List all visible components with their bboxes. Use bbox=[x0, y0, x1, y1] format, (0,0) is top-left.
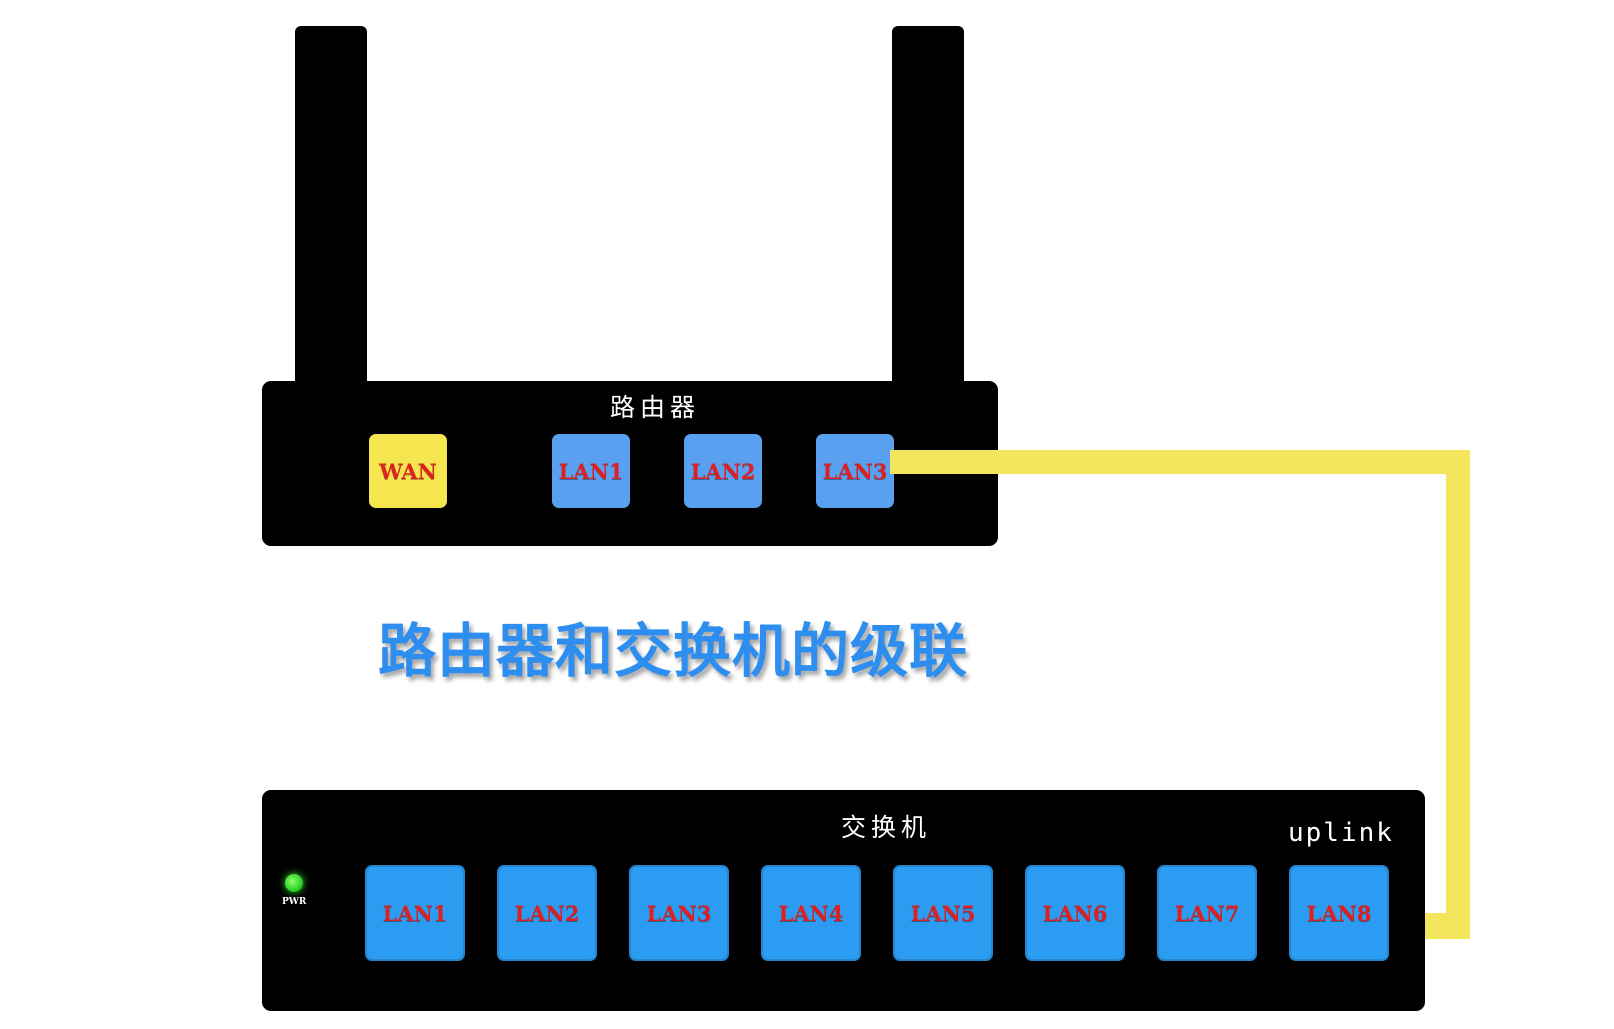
switch-port-lan8-uplink[interactable]: LAN8 bbox=[1289, 865, 1389, 961]
router-title: 路由器 bbox=[609, 393, 700, 422]
switch-port-lan7[interactable]: LAN7 bbox=[1157, 865, 1257, 961]
switch-port-lan6[interactable]: LAN6 bbox=[1025, 865, 1125, 961]
switch-port-lan5[interactable]: LAN5 bbox=[893, 865, 993, 961]
router-port-wan[interactable]: WAN bbox=[369, 434, 447, 508]
router-antenna-left bbox=[295, 26, 367, 382]
switch-port-lan4[interactable]: LAN4 bbox=[761, 865, 861, 961]
switch-port-lan2[interactable]: LAN2 bbox=[497, 865, 597, 961]
cascade-cable-top bbox=[890, 450, 1470, 474]
power-led-icon bbox=[285, 874, 303, 892]
router-antenna-right bbox=[892, 26, 964, 382]
cascade-cable-vertical bbox=[1446, 450, 1470, 939]
router-port-lan1[interactable]: LAN1 bbox=[552, 434, 630, 508]
router-port-lan3[interactable]: LAN3 bbox=[816, 434, 894, 508]
switch-port-lan3[interactable]: LAN3 bbox=[629, 865, 729, 961]
diagram-caption: 路由器和交换机的级联 bbox=[378, 617, 969, 685]
router-port-lan2[interactable]: LAN2 bbox=[684, 434, 762, 508]
power-label: PWR bbox=[282, 897, 307, 907]
switch-title: 交换机 bbox=[840, 813, 931, 842]
uplink-label: uplink bbox=[1288, 818, 1394, 848]
switch-port-lan1[interactable]: LAN1 bbox=[365, 865, 465, 961]
